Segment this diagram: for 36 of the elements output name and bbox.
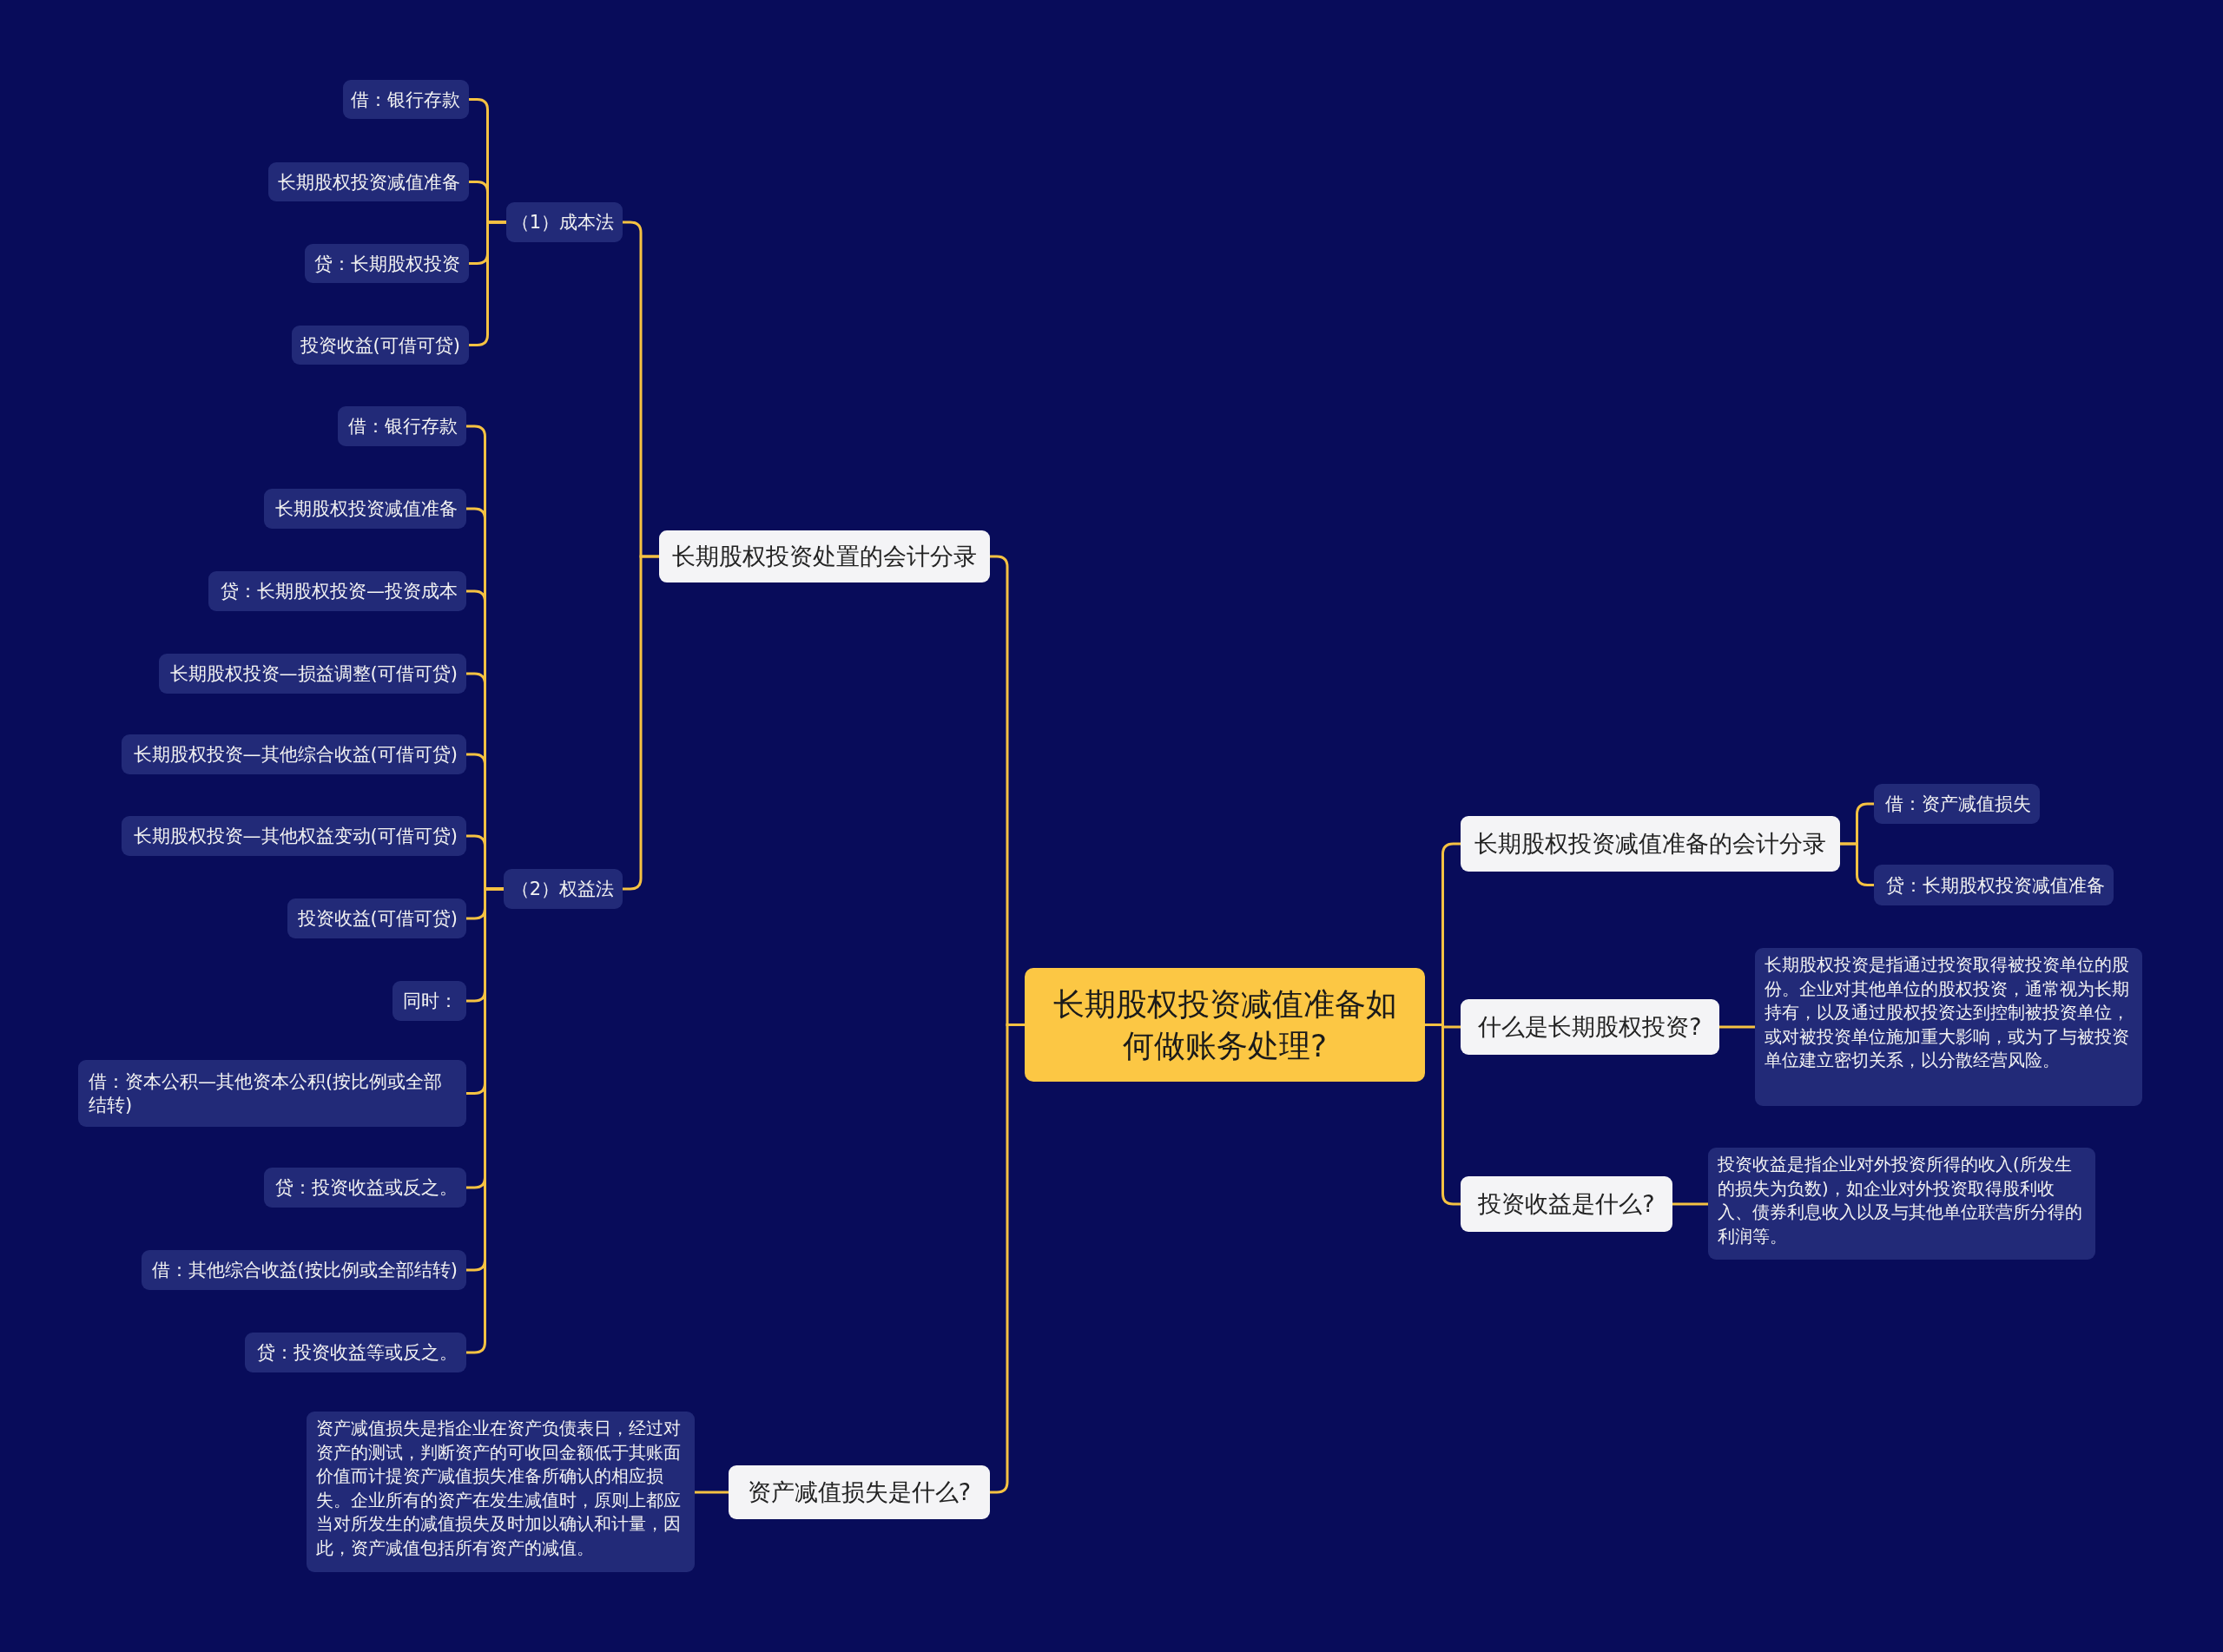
subtopic-box: 贷：长期股权投资—投资成本 <box>208 571 466 611</box>
connector-line <box>1719 1025 1755 1029</box>
note-box: 投资收益是指企业对外投资所得的收入(所发生的损失为负数)，如企业对外投资取得股利收入、债券利息收入以及与其他单位联营所分得的利润等。 <box>1708 1148 2095 1260</box>
subtopic-box: 长期股权投资减值准备 <box>268 162 469 201</box>
subtopic-box: 长期股权投资减值准备 <box>264 489 466 529</box>
subtopic-box: 同时： <box>392 981 466 1021</box>
topic-box: 长期股权投资减值准备的会计分录 <box>1461 816 1840 872</box>
subtopic-box: （1）成本法 <box>506 202 623 242</box>
subtopic-box: 借：其他综合收益(按比例或全部结转) <box>142 1250 466 1290</box>
subtopic-box: 借：资产减值损失 <box>1874 784 2040 824</box>
subtopic-box: 长期股权投资—其他权益变动(可借可贷) <box>122 816 466 856</box>
subtopic-box: 贷：长期股权投资减值准备 <box>1874 865 2114 905</box>
note-box: 资产减值损失是指企业在资产负债表日，经过对资产的测试，判断资产的可收回金额低于其账面价值而计提资产减值损失准备所确认的相应损失。企业所有的资产在发生减值时，原则上都应当对所发生的减值损失及时加以确认和计量，因此，资产减值包括所有资产的减值。 <box>307 1412 695 1572</box>
subtopic-box: 长期股权投资—其他综合收益(可借可贷) <box>122 734 466 774</box>
subtopic-box: 贷：投资收益等或反之。 <box>245 1333 466 1372</box>
subtopic-box: （2）权益法 <box>504 869 623 909</box>
subtopic-box: 借：银行存款 <box>343 80 469 119</box>
topic-box: 资产减值损失是什么? <box>729 1465 990 1519</box>
subtopic-box: 贷：投资收益或反之。 <box>264 1168 466 1208</box>
subtopic-box: 贷：长期股权投资 <box>305 244 469 283</box>
subtopic-box: 借：银行存款 <box>338 406 466 446</box>
central-topic-box: 长期股权投资减值准备如何做账务处理? <box>1025 968 1425 1082</box>
note-box: 长期股权投资是指通过投资取得被投资单位的股份。企业对其他单位的股权投资，通常视为长期持有，以及通过股权投资达到控制被投资单位，或对被投资单位施加重大影响，或为了与被投资单位建立密切关系，以分散经营风险。 <box>1755 948 2142 1106</box>
subtopic-box: 长期股权投资—损益调整(可借可贷) <box>159 654 466 694</box>
connector-line <box>1672 1202 1708 1206</box>
topic-box: 投资收益是什么? <box>1461 1176 1672 1232</box>
topic-box: 什么是长期股权投资? <box>1461 999 1719 1055</box>
connector-line <box>623 555 659 891</box>
subtopic-box: 投资收益(可借可贷) <box>292 326 469 365</box>
connector-line <box>1840 842 1874 886</box>
topic-box: 长期股权投资处置的会计分录 <box>659 530 990 582</box>
connector-line <box>469 220 506 346</box>
subtopic-box: 投资收益(可借可贷) <box>287 898 466 938</box>
subtopic-box: 借：资本公积—其他资本公积(按比例或全部结转) <box>78 1060 466 1127</box>
connector-line <box>1425 1023 1461 1206</box>
connector-line <box>695 1491 729 1494</box>
